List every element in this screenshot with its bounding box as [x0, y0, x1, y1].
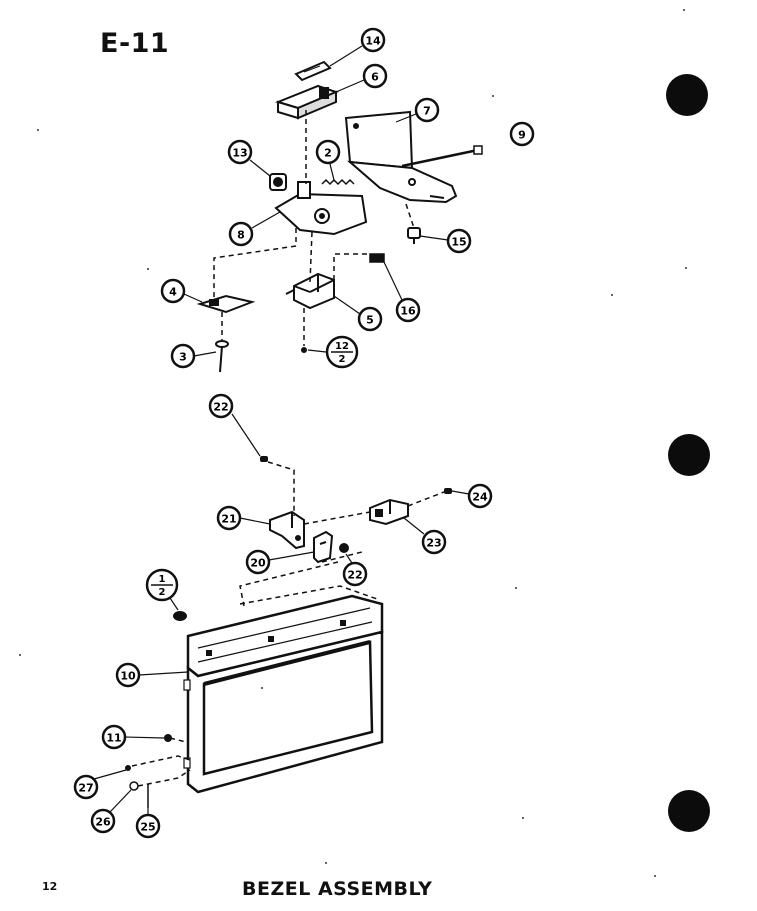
svg-text:25: 25 — [140, 821, 155, 834]
callout-5: 5 — [333, 295, 383, 332]
part-4 — [196, 294, 256, 314]
part-20 — [313, 530, 334, 564]
svg-text:2: 2 — [159, 587, 166, 598]
svg-text:7: 7 — [423, 105, 431, 118]
dashed-leaders-upper — [213, 110, 415, 346]
svg-text:21: 21 — [221, 513, 236, 526]
svg-text:3: 3 — [179, 351, 187, 364]
svg-text:2: 2 — [324, 147, 332, 160]
part-9 — [401, 145, 483, 168]
part-11 — [164, 734, 172, 742]
diagram-title: BEZEL ASSEMBLY — [242, 878, 433, 900]
binder-hole-middle — [668, 434, 710, 476]
part-23 — [369, 498, 409, 526]
svg-text:20: 20 — [250, 557, 266, 570]
part-26 — [129, 781, 139, 791]
part-22 — [260, 456, 268, 462]
part-10-bezel-frame — [183, 594, 384, 794]
svg-text:16: 16 — [400, 305, 416, 318]
callout-27: 27 — [73, 769, 127, 800]
part-27 — [125, 765, 131, 771]
svg-text:2: 2 — [339, 354, 346, 365]
svg-text:27: 27 — [78, 782, 93, 795]
svg-text:8: 8 — [237, 229, 245, 242]
callout-6: 6 — [335, 63, 388, 93]
callout-10: 10 — [115, 662, 189, 688]
part-7 — [344, 110, 458, 204]
svg-text:5: 5 — [366, 314, 374, 327]
callout-12-2: 12 2 — [307, 335, 359, 369]
part-6 — [274, 84, 339, 120]
part-16 — [369, 253, 385, 263]
callout-21: 21 — [216, 505, 271, 531]
callout-26: 26 — [90, 789, 132, 834]
svg-text:13: 13 — [232, 147, 247, 160]
binder-hole-top — [666, 74, 708, 116]
page-number: 12 — [42, 880, 58, 893]
callout-3: 3 — [170, 343, 217, 369]
svg-text:22: 22 — [213, 401, 228, 414]
callout-23: 23 — [403, 517, 447, 555]
part-5 — [285, 272, 335, 310]
dashed-leaders-lower — [131, 461, 445, 787]
scan-specks — [19, 9, 687, 877]
svg-text:22: 22 — [347, 569, 362, 582]
callout-22: 22 — [208, 393, 261, 457]
svg-text:12: 12 — [335, 341, 349, 352]
part-24 — [444, 488, 452, 494]
page-id: E-11 — [100, 28, 170, 59]
callout-8: 8 — [228, 211, 281, 247]
callout-15: 15 — [419, 228, 472, 254]
part-14 — [294, 60, 332, 82]
svg-text:14: 14 — [365, 35, 381, 48]
screw-12 — [301, 347, 307, 353]
part-1-2 — [173, 611, 187, 621]
part-3 — [215, 340, 229, 373]
callout-25: 25 — [135, 808, 161, 839]
svg-text:24: 24 — [472, 491, 488, 504]
part-8 — [274, 181, 368, 236]
callout-2: 2 — [315, 139, 341, 181]
callout-11: 11 — [101, 724, 165, 750]
svg-text:9: 9 — [518, 129, 526, 142]
callout-24: 24 — [451, 483, 493, 509]
svg-text:6: 6 — [371, 71, 379, 84]
part-22b — [339, 543, 349, 553]
callout-13: 13 — [227, 139, 271, 177]
part-15 — [407, 227, 421, 244]
svg-text:4: 4 — [169, 286, 177, 299]
callout-20: 20 — [245, 549, 315, 575]
part-2 — [321, 178, 355, 186]
binder-hole-bottom — [668, 790, 710, 832]
callout-1-2: 1 2 — [145, 568, 179, 611]
callout-7: 7 — [395, 97, 440, 123]
part-13 — [269, 173, 287, 191]
part-21 — [269, 510, 305, 550]
svg-text:23: 23 — [426, 537, 441, 550]
callout-4: 4 — [160, 278, 203, 304]
svg-text:1: 1 — [159, 574, 166, 585]
callout-22b: 22 — [342, 553, 368, 587]
svg-text:11: 11 — [106, 732, 121, 745]
callout-16: 16 — [383, 261, 421, 323]
svg-text:15: 15 — [451, 236, 466, 249]
callout-14: 14 — [329, 27, 386, 67]
callout-9: 9 — [509, 121, 535, 147]
svg-text:10: 10 — [120, 670, 136, 683]
svg-text:26: 26 — [95, 816, 111, 829]
